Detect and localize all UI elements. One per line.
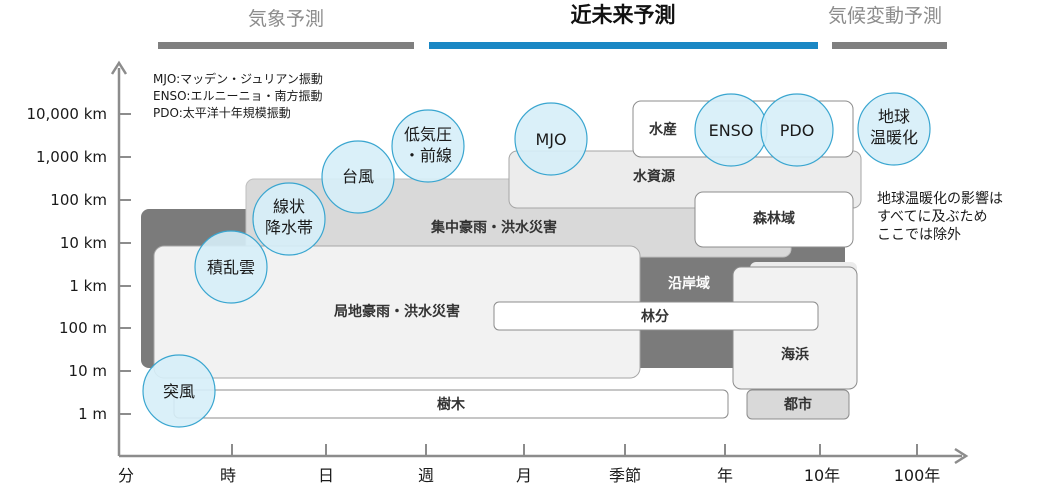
- y-axis-ticks: [119, 113, 131, 415]
- bubble-enso: ENSO: [694, 93, 768, 167]
- header-climate-forecast: 気候変動予測: [828, 5, 942, 27]
- y-tick-label: 100 m: [59, 319, 107, 337]
- svg-text:ENSO: ENSO: [709, 121, 754, 140]
- svg-text:地球: 地球: [878, 107, 910, 126]
- y-tick-label: 10,000 km: [26, 105, 107, 123]
- svg-text:突風: 突風: [163, 382, 195, 401]
- x-axis-arrow: [954, 447, 969, 465]
- bubble-linear-rainband: 線状 降水帯: [252, 182, 326, 256]
- climate-forecast-bar: [832, 42, 947, 49]
- y-tick-label: 1,000 km: [36, 148, 107, 166]
- bubble-gust: 突風: [142, 354, 216, 428]
- svg-text:線状: 線状: [273, 197, 305, 216]
- bubble-typhoon: 台風: [321, 140, 395, 214]
- impact-regions: [141, 100, 862, 420]
- svg-text:MJO: MJO: [535, 130, 566, 149]
- note-line: すべてに及ぶため: [877, 209, 987, 225]
- legend-line: PDO:太平洋十年規模振動: [153, 105, 291, 120]
- near-future-forecast-bar: [429, 42, 818, 49]
- note-line: ここでは除外: [877, 227, 961, 243]
- forecast-category-header: 気象予測 近未来予測 気候変動予測: [158, 3, 947, 49]
- y-tick-label: 10 km: [60, 234, 107, 252]
- y-axis-labels: 10,000 km 1,000 km 100 km 10 km 1 km 100…: [26, 105, 107, 423]
- x-tick-label: 100年: [894, 466, 941, 485]
- y-tick-label: 100 km: [50, 191, 107, 209]
- svg-text:・前線: ・前線: [404, 146, 452, 165]
- header-weather-forecast: 気象予測: [248, 8, 324, 30]
- x-axis-ticks: [231, 444, 918, 456]
- note-line: 地球温暖化の影響は: [877, 190, 1003, 207]
- bubble-pdo: PDO: [760, 93, 834, 167]
- svg-text:低気圧: 低気圧: [404, 125, 452, 144]
- x-tick-label: 季節: [609, 466, 641, 485]
- bubble-mjo: MJO: [514, 102, 588, 176]
- bubble-cumulonimbus: 積乱雲: [194, 230, 268, 304]
- x-tick-label: 週: [418, 466, 434, 485]
- water-resources-label: 水資源: [633, 168, 675, 185]
- forest-stand-region: [493, 301, 819, 331]
- local-rain-label: 局地豪雨・洪水災害: [334, 303, 460, 320]
- x-tick-label: 10年: [804, 466, 840, 485]
- header-near-future-forecast: 近未来予測: [571, 3, 676, 27]
- coastal-label: 沿岸域: [668, 275, 710, 292]
- phenomenon-bubbles: 突風 積乱雲 線状 降水帯 台風 低気圧 ・前線 MJO ENSO: [142, 92, 931, 428]
- legend-line: ENSO:エルニーニョ・南方振動: [153, 88, 322, 103]
- x-axis-labels: 分 時 日 週 月 季節 年 10年 100年: [118, 466, 940, 485]
- forest-label: 森林域: [753, 210, 795, 227]
- x-tick-label: 分: [118, 466, 134, 485]
- y-axis-arrow: [110, 60, 128, 75]
- bubble-global-warming: 地球 温暖化: [857, 92, 931, 166]
- city-region: [746, 389, 850, 420]
- abbreviation-legend: MJO:マッデン・ジュリアン振動 ENSO:エルニーニョ・南方振動 PDO:太平…: [153, 71, 323, 120]
- legend-line: MJO:マッデン・ジュリアン振動: [153, 71, 323, 86]
- city-label: 都市: [783, 396, 812, 413]
- svg-text:台風: 台風: [342, 167, 374, 186]
- trees-label: 樹木: [437, 396, 466, 413]
- forest-stand-label: 林分: [641, 308, 669, 325]
- x-tick-label: 月: [516, 466, 532, 485]
- intense-rain-label: 集中豪雨・洪水災害: [430, 219, 557, 236]
- y-tick-label: 1 m: [78, 405, 107, 423]
- svg-text:温暖化: 温暖化: [870, 128, 918, 147]
- x-tick-label: 時: [220, 466, 236, 485]
- axes: [110, 60, 969, 465]
- global-warming-note: 地球温暖化の影響は すべてに及ぶため ここでは除外: [877, 190, 1003, 243]
- y-tick-label: 1 km: [69, 277, 107, 295]
- forest-region: [694, 191, 854, 248]
- svg-text:積乱雲: 積乱雲: [207, 258, 255, 277]
- svg-text:PDO: PDO: [780, 121, 815, 140]
- weather-forecast-bar: [158, 42, 414, 49]
- x-tick-label: 日: [318, 466, 334, 485]
- y-tick-label: 10 m: [69, 362, 107, 380]
- x-tick-label: 年: [717, 466, 733, 485]
- svg-text:降水帯: 降水帯: [265, 218, 313, 237]
- beach-label: 海浜: [781, 346, 809, 363]
- bubble-low-pressure: 低気圧 ・前線: [391, 109, 465, 183]
- fisheries-label: 水産: [649, 121, 677, 138]
- region-labels: 沿岸域 集中豪雨・洪水災害 局地豪雨・洪水災害 水資源 水産 森林域 林分 海浜…: [334, 121, 812, 413]
